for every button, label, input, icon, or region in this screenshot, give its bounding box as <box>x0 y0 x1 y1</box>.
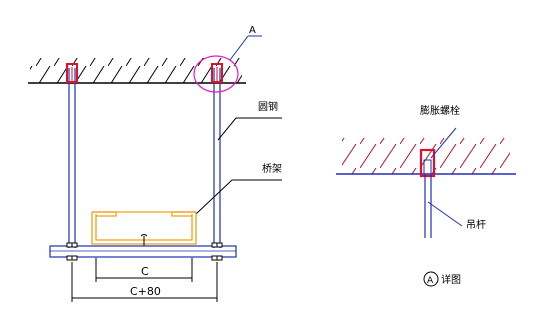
dimension-c-label: C <box>141 265 149 278</box>
dimension-c-plus-80-label: C+80 <box>130 285 161 298</box>
expansion-bolt-right <box>211 63 223 83</box>
dimension-c <box>95 258 193 282</box>
dimension-c-plus-80 <box>71 262 218 302</box>
expansion-bolt-label: 膨胀螺栓 <box>420 104 460 117</box>
round-steel-leader <box>217 117 237 141</box>
callout-a-leader <box>229 35 249 61</box>
expansion-bolt-leader <box>430 127 457 159</box>
round-steel-label: 圆钢 <box>258 100 278 113</box>
cable-tray-label: 桥架 <box>262 163 282 175</box>
detail-marker-letter: A <box>427 276 434 286</box>
hanger-rod-label: 吊杆 <box>466 219 486 231</box>
cable-tray-leader <box>195 179 233 215</box>
detail-slab <box>336 138 516 175</box>
detail-hanger-rod <box>424 174 432 238</box>
hanger-rod-left <box>68 68 76 248</box>
callout-a-label: A <box>249 25 256 36</box>
tray-bolt <box>140 234 148 246</box>
detail-title-suffix: 详图 <box>441 273 461 286</box>
rod-nuts <box>66 242 223 261</box>
detail-marker-circle <box>423 271 439 287</box>
hanger-rod-right <box>213 68 221 248</box>
expansion-bolt-left <box>66 63 78 83</box>
hanger-rod-leader <box>427 201 463 227</box>
support-crossbeam <box>49 245 237 258</box>
ceiling-slab <box>28 58 246 84</box>
detail-expansion-bolt <box>419 148 436 178</box>
detail-callout-circle <box>193 55 239 93</box>
